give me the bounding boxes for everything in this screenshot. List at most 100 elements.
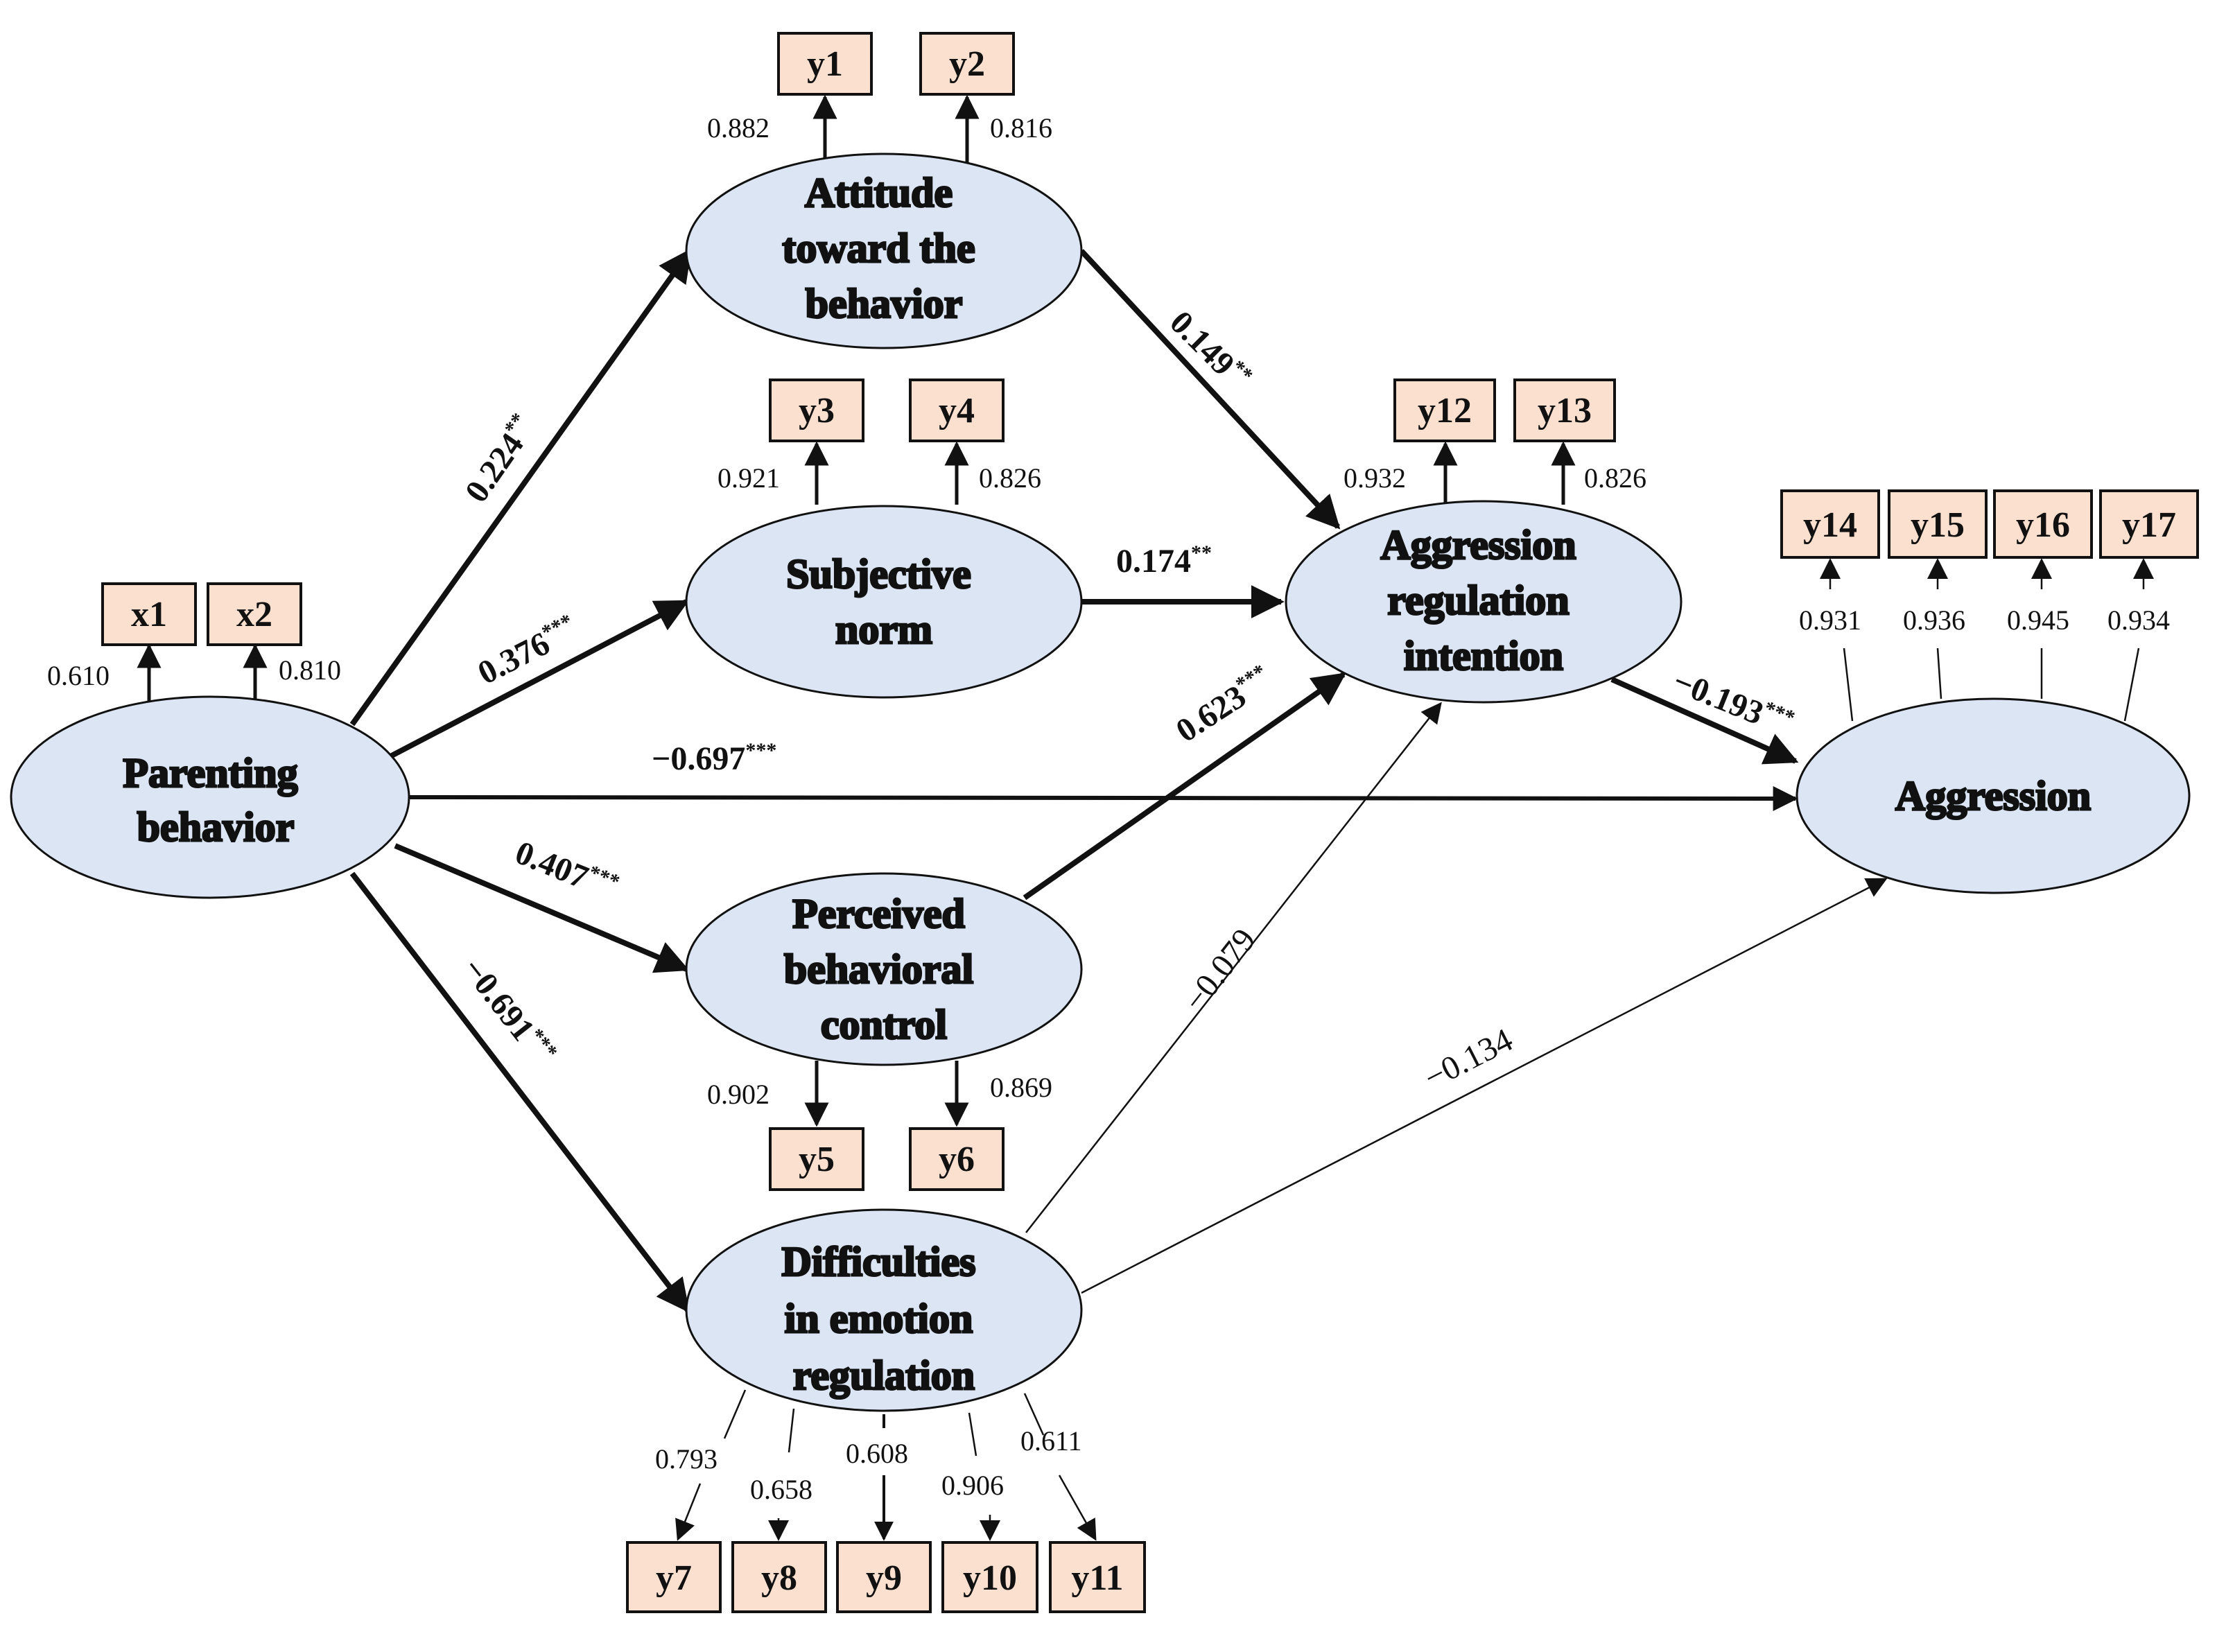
- svg-text:y9: y9: [866, 1558, 902, 1598]
- latent-label-line: control: [821, 1002, 947, 1047]
- loading-line-y10: [968, 1412, 977, 1457]
- latent-label-line: behavior: [806, 281, 963, 327]
- structural-paths: [349, 248, 1888, 1313]
- latent-label-line: norm: [835, 607, 932, 652]
- path-label-parenting-norm: 0.376***: [471, 609, 583, 691]
- latent-perceived-behavioral-control: Perceived behavioral control: [685, 872, 1083, 1066]
- loading-label-y4: 0.826: [979, 462, 1041, 494]
- indicator-y1: y1: [777, 32, 873, 96]
- loading-arrows: [137, 94, 2154, 1541]
- loading-label-y7: 0.793: [655, 1443, 718, 1475]
- loading-line-y7: [723, 1389, 747, 1439]
- svg-text:Aggression: Aggression: [1895, 773, 2091, 819]
- latent-label-line: Subjective: [786, 551, 971, 597]
- path-label-parenting-pbc: 0.407***: [510, 833, 623, 907]
- loading-label-y10: 0.906: [941, 1470, 1004, 1501]
- loading-label-y12: 0.932: [1344, 462, 1406, 494]
- loading-label-y5: 0.902: [707, 1079, 770, 1110]
- latent-label-line: behavior: [137, 804, 295, 850]
- latent-label-line: Difficulties: [782, 1239, 976, 1285]
- loading-arrow-y7: [675, 1483, 702, 1541]
- latent-subjective-norm: Subjective norm: [685, 505, 1083, 699]
- loading-label-y17: 0.934: [2107, 605, 2170, 636]
- indicator-y14: y14: [1780, 489, 1880, 559]
- indicator-y6: y6: [909, 1127, 1005, 1191]
- indicator-y17: y17: [2099, 489, 2199, 559]
- latent-label-line: behavioral: [784, 946, 973, 992]
- svg-text:y11: y11: [1071, 1558, 1123, 1598]
- svg-text:y14: y14: [1803, 505, 1857, 545]
- svg-text:y6: y6: [939, 1140, 975, 1179]
- path-label-norm-intention: 0.174**: [1116, 541, 1212, 580]
- latent-label-line: Aggression: [1380, 522, 1576, 568]
- svg-text:y2: y2: [949, 44, 985, 84]
- path-parenting-der: [349, 871, 690, 1313]
- path-label-der-intention: −0.079: [1176, 922, 1263, 1018]
- latent-label-line: regulation: [793, 1353, 975, 1398]
- svg-text:Parenting behavior: Parenting behavior: [123, 750, 308, 850]
- loading-labels: 0.610 0.810 0.882 0.816 0.921 0.826 0.90…: [47, 112, 2170, 1505]
- loading-label-y11: 0.611: [1020, 1425, 1082, 1457]
- loading-line-y11: [1023, 1393, 1045, 1436]
- loading-label-y6: 0.869: [990, 1072, 1052, 1103]
- latent-label-line: Attitude: [805, 170, 953, 216]
- loading-line-y8: [788, 1408, 795, 1453]
- loading-label-x1: 0.610: [47, 660, 110, 691]
- latent-aggression: Aggression: [1796, 697, 2191, 894]
- loading-label-y1: 0.882: [707, 112, 770, 144]
- loading-label-y13: 0.826: [1584, 462, 1646, 494]
- indicator-y2: y2: [919, 32, 1015, 96]
- latent-label-line: toward the: [782, 225, 975, 271]
- loading-line-y17: [2123, 647, 2140, 722]
- latent-attitude: Attitude toward the behavior: [685, 153, 1083, 349]
- indicator-y4: y4: [909, 379, 1005, 442]
- path-parenting-pbc: [394, 843, 690, 973]
- indicator-y7: y7: [626, 1541, 722, 1613]
- loading-label-y2: 0.816: [990, 112, 1052, 144]
- path-label-parenting-der: −0.691***: [455, 950, 562, 1072]
- indicator-y5: y5: [769, 1127, 864, 1191]
- loading-label-y9: 0.608: [846, 1438, 908, 1469]
- latent-label-line: Parenting: [123, 750, 297, 796]
- indicator-y8: y8: [731, 1541, 827, 1613]
- svg-text:y16: y16: [2016, 505, 2070, 545]
- svg-text:y5: y5: [799, 1140, 835, 1179]
- path-parenting-attitude: [349, 248, 693, 727]
- latent-label-line: Aggression: [1895, 773, 2091, 819]
- loading-line-y14: [1843, 647, 1854, 722]
- latent-difficulties-emotion-regulation: Difficulties in emotion regulation: [685, 1208, 1083, 1412]
- svg-text:x1: x1: [131, 595, 167, 634]
- path-label-der-aggression: −0.134: [1418, 1021, 1518, 1097]
- svg-text:Aggression regulation: Aggression regulation intention: [1380, 522, 1586, 679]
- loading-label-y14: 0.931: [1799, 605, 1861, 636]
- path-label-pbc-intention: 0.623***: [1169, 660, 1278, 749]
- latent-label-line: Perceived: [792, 891, 965, 937]
- latent-aggression-regulation-intention: Aggression regulation intention: [1285, 500, 1683, 704]
- indicator-y15: y15: [1888, 489, 1988, 559]
- svg-text:x2: x2: [236, 595, 272, 634]
- indicator-y13: y13: [1513, 379, 1616, 442]
- path-label-parenting-attitude: 0.224**: [457, 409, 543, 510]
- indicator-y9: y9: [836, 1541, 932, 1613]
- path-label-parenting-aggression: −0.697***: [652, 739, 776, 777]
- path-der-aggression: [1081, 878, 1888, 1294]
- svg-text:y4: y4: [939, 391, 975, 431]
- svg-text:y1: y1: [807, 44, 843, 84]
- indicator-y12: y12: [1393, 379, 1496, 442]
- svg-text:y17: y17: [2122, 505, 2176, 545]
- path-attitude-intention: [1079, 249, 1341, 530]
- latent-label-line: intention: [1404, 633, 1563, 679]
- svg-text:y13: y13: [1538, 391, 1592, 431]
- path-pbc-intention: [1023, 672, 1346, 901]
- path-der-intention: [1025, 702, 1442, 1233]
- loading-label-y8: 0.658: [750, 1474, 812, 1505]
- svg-text:Subjective norm: Subjective norm: [786, 551, 982, 652]
- indicator-x1: x1: [101, 582, 197, 646]
- indicator-y10: y10: [941, 1541, 1038, 1613]
- svg-text:Attitude toward the: Attitude toward the behavior: [782, 170, 985, 327]
- svg-text:Perceived behavioral: Perceived behavioral control: [784, 891, 984, 1047]
- latent-label-line: regulation: [1387, 577, 1569, 623]
- loading-line-y15: [1936, 647, 1942, 699]
- path-intention-aggression: [1610, 677, 1799, 765]
- latent-variables: Parenting behavior Attitude toward the b…: [10, 153, 2191, 1412]
